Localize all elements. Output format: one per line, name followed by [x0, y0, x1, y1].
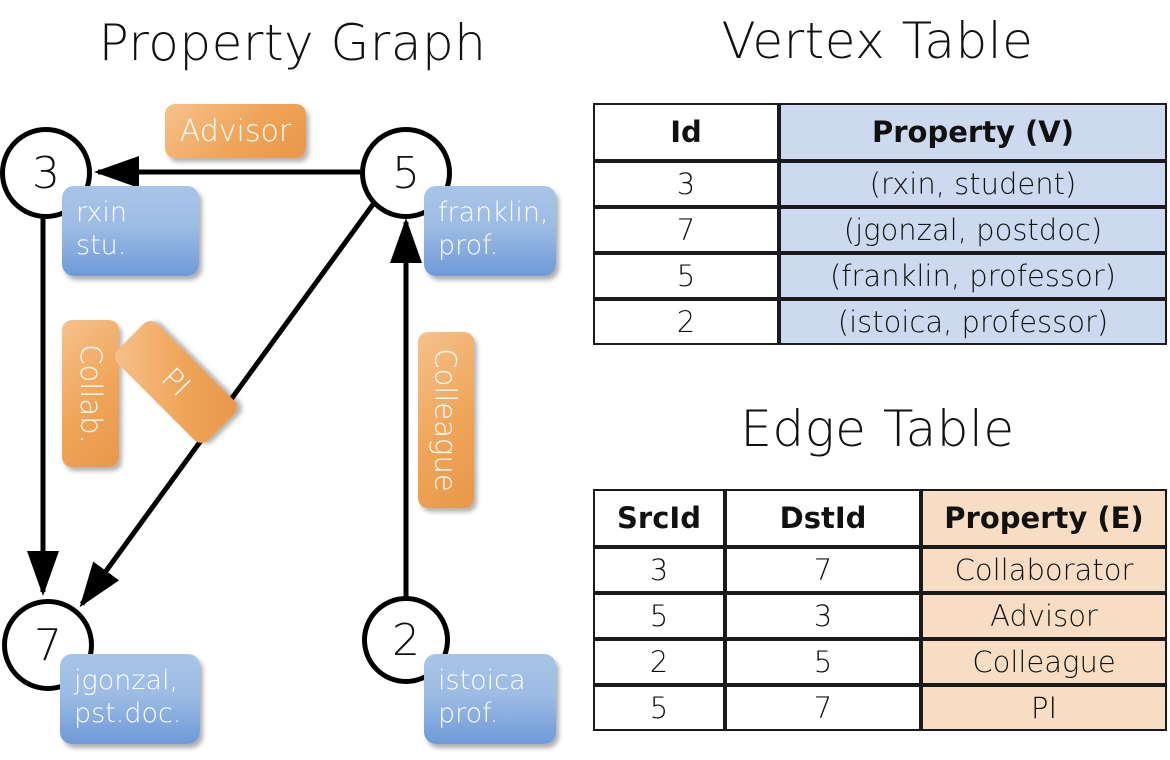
vertex-row-property: (jgonzal, postdoc)	[779, 207, 1167, 253]
edge-table-header-property: Property (E)	[921, 489, 1167, 547]
edge-row-dstid: 7	[725, 685, 921, 731]
table-row[interactable]: 2 5 Colleague	[593, 639, 1167, 685]
table-row[interactable]: 5 3 Advisor	[593, 593, 1167, 639]
edge-row-property: PI	[921, 685, 1167, 731]
property-graph-diagram: 3 5 7 2 rxin stu. franklin, prof. jgonza…	[0, 104, 556, 744]
table-row[interactable]: 3 7 Collaborator	[593, 547, 1167, 593]
vertex-property-box-jgonzal: jgonzal, pst.doc.	[60, 654, 200, 744]
vertex-property-line1: rxin	[76, 197, 127, 228]
edge-row-srcid: 2	[593, 639, 725, 685]
edge-row-property: Collaborator	[921, 547, 1167, 593]
edge-row-property: Colleague	[921, 639, 1167, 685]
vertex-property-box-franklin: franklin, prof.	[424, 186, 556, 276]
vertex-property-line2: pst.doc.	[74, 698, 182, 729]
graph-node-5[interactable]: 5	[360, 127, 452, 219]
graph-node-3-label: 3	[32, 147, 60, 199]
edge-row-srcid: 3	[593, 547, 725, 593]
vertex-property-line1: franklin,	[438, 197, 549, 228]
edge-table: SrcId DstId Property (E) 3 7 Collaborato…	[593, 489, 1167, 731]
vertex-row-id: 7	[593, 207, 779, 253]
vertex-row-id: 5	[593, 253, 779, 299]
edge-table-header-srcid: SrcId	[593, 489, 725, 547]
vertex-row-property: (franklin, professor)	[779, 253, 1167, 299]
edge-label-collab: Collab.	[62, 320, 119, 467]
vertex-property-line2: stu.	[76, 230, 127, 261]
edge-row-dstid: 5	[725, 639, 921, 685]
vertex-row-id: 3	[593, 161, 779, 207]
table-row[interactable]: 5 7 PI	[593, 685, 1167, 731]
vertex-table: Id Property (V) 3 (rxin, student) 7 (jgo…	[593, 103, 1167, 345]
vertex-property-line2: prof.	[438, 230, 499, 261]
vertex-property-line1: jgonzal,	[74, 665, 179, 696]
vertex-property-line1: istoica	[438, 665, 526, 696]
edge-row-srcid: 5	[593, 593, 725, 639]
edge-label-advisor: Advisor	[165, 104, 306, 158]
edge-table-header-dstid: DstId	[725, 489, 921, 547]
vertex-property-box-rxin: rxin stu.	[62, 186, 199, 276]
edge-row-dstid: 3	[725, 593, 921, 639]
graph-node-5-label: 5	[392, 147, 420, 199]
vertex-table-header-id: Id	[593, 103, 779, 161]
vertex-table-header-row: Id Property (V)	[593, 103, 1167, 161]
vertex-property-box-istoica: istoica prof.	[424, 654, 556, 744]
vertex-row-id: 2	[593, 299, 779, 345]
vertex-table-header-property: Property (V)	[779, 103, 1167, 161]
table-row[interactable]: 3 (rxin, student)	[593, 161, 1167, 207]
edge-label-advisor-text: Advisor	[179, 113, 292, 149]
graph-node-7-label: 7	[34, 619, 62, 671]
table-row[interactable]: 5 (franklin, professor)	[593, 253, 1167, 299]
graph-node-2-label: 2	[392, 614, 420, 666]
page-title-vertex-table: Vertex Table	[721, 12, 1034, 70]
edge-row-property: Advisor	[921, 593, 1167, 639]
page-title-property-graph: Property Graph	[98, 14, 487, 72]
edge-row-dstid: 7	[725, 547, 921, 593]
table-row[interactable]: 2 (istoica, professor)	[593, 299, 1167, 345]
table-row[interactable]: 7 (jgonzal, postdoc)	[593, 207, 1167, 253]
page-title-edge-table: Edge Table	[740, 400, 1015, 458]
edge-label-collab-text: Collab.	[73, 343, 108, 444]
vertex-row-property: (rxin, student)	[779, 161, 1167, 207]
graph-node-2[interactable]: 2	[362, 596, 450, 684]
edge-table-header-row: SrcId DstId Property (E)	[593, 489, 1167, 547]
vertex-property-line2: prof.	[438, 698, 499, 729]
vertex-row-property: (istoica, professor)	[779, 299, 1167, 345]
edge-label-colleague: Colleague	[418, 332, 474, 508]
edge-label-colleague-text: Colleague	[429, 348, 463, 492]
edge-row-srcid: 5	[593, 685, 725, 731]
edge-label-pi-text: PI	[154, 360, 198, 404]
